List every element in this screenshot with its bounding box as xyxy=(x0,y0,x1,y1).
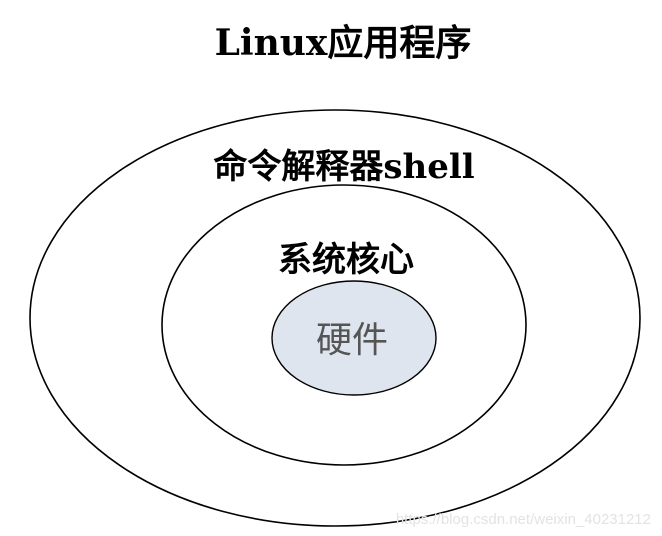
source-watermark: https://blog.csdn.net/weixin_40231212 xyxy=(396,511,651,528)
shell-layer-label: 命令解释器shell xyxy=(213,147,474,187)
hardware-label: 硬件 xyxy=(316,320,388,361)
hardware-core xyxy=(271,280,437,396)
kernel-layer-ring xyxy=(161,184,527,466)
shell-layer-ring xyxy=(29,109,641,527)
diagram-title: Linux应用程序 xyxy=(215,22,472,64)
kernel-layer-label: 系统核心 xyxy=(278,240,414,280)
